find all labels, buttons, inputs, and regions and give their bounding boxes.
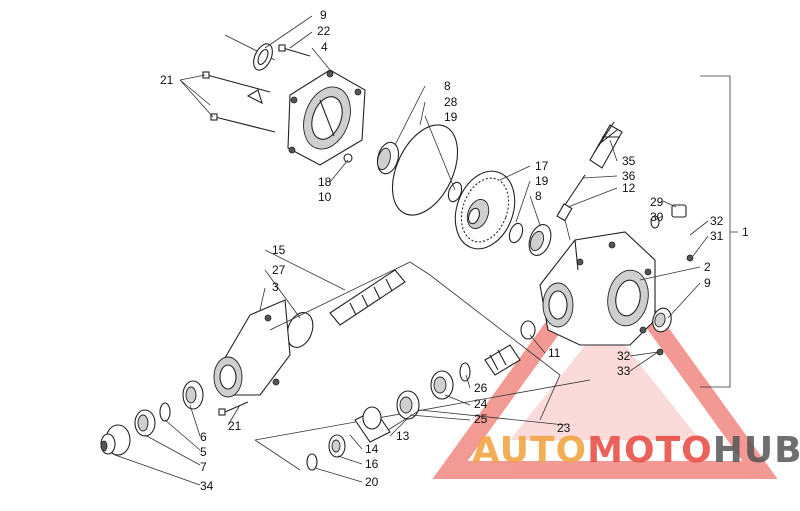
callout-13: 13 — [396, 429, 410, 443]
watermark-moto: MOTO — [587, 430, 713, 471]
callout-19-mid: 19 — [535, 174, 549, 188]
callout-7: 7 — [200, 460, 207, 474]
callout-5: 5 — [200, 445, 207, 459]
breather-boot-35 — [556, 121, 623, 241]
callout-36: 36 — [622, 169, 636, 183]
callout-8-top: 8 — [444, 79, 451, 93]
callout-23: 23 — [557, 421, 571, 435]
callout-14: 14 — [365, 442, 379, 456]
callout-22: 22 — [317, 24, 331, 38]
leader-lines — [114, 15, 738, 486]
callout-32-top: 32 — [710, 214, 724, 228]
ring-gear-17 — [447, 170, 516, 250]
bearing-8-upper — [376, 141, 400, 175]
callout-10: 10 — [318, 190, 332, 204]
drain-plug-29 — [650, 204, 694, 262]
callout-34: 34 — [200, 479, 214, 493]
callout-21-bottom: 21 — [228, 419, 242, 433]
lower-shaft-assembly — [254, 320, 591, 471]
callout-labels: 9 22 4 21 8 28 19 18 10 17 19 8 35 36 12… — [160, 8, 749, 493]
callout-9-top: 9 — [320, 8, 327, 22]
bearing-stack-left — [100, 380, 204, 456]
callout-19-top: 19 — [444, 110, 458, 124]
callout-33: 33 — [617, 364, 631, 378]
callout-8-mid: 8 — [535, 189, 542, 203]
callout-16: 16 — [365, 457, 379, 471]
callout-3: 3 — [272, 280, 279, 294]
watermark-hub: HUB — [713, 430, 800, 471]
callout-25: 25 — [474, 412, 488, 426]
watermark-triangle-logo — [432, 239, 778, 479]
callout-28: 28 — [444, 95, 458, 109]
svg-text:AUTOMOTOHUB: AUTOMOTOHUB — [472, 430, 800, 471]
watermark-wordmark: AUTOMOTOHUB — [472, 430, 800, 471]
pinion-shaft-15 — [286, 269, 406, 348]
callout-12: 12 — [622, 181, 636, 195]
callout-17: 17 — [535, 159, 549, 173]
bearing-housing-3 — [213, 299, 291, 416]
o-ring-28 — [391, 124, 459, 216]
watermark-auto: AUTO — [472, 430, 587, 471]
shim-19-and-bearing-8-lower — [508, 222, 552, 256]
callout-4: 4 — [321, 40, 328, 54]
callout-24: 24 — [474, 397, 488, 411]
callout-29: 29 — [650, 195, 664, 209]
gearcase-housing-2 — [539, 231, 656, 346]
callout-1: 1 — [742, 225, 749, 239]
cover-housing-4 — [202, 34, 366, 166]
callout-15: 15 — [272, 243, 286, 257]
callout-11: 11 — [548, 346, 561, 360]
callout-35: 35 — [622, 154, 636, 168]
callout-26: 26 — [474, 381, 488, 395]
callout-20: 20 — [365, 475, 379, 489]
callout-31: 31 — [710, 229, 724, 243]
callout-32-bottom: 32 — [617, 349, 631, 363]
callout-18: 18 — [318, 175, 332, 189]
callout-9-right: 9 — [704, 276, 711, 290]
callout-27: 27 — [272, 263, 286, 277]
seal-9-lower — [652, 307, 672, 356]
callout-30: 30 — [650, 210, 664, 224]
callout-2: 2 — [704, 260, 711, 274]
callout-6: 6 — [200, 430, 207, 444]
callout-21-top: 21 — [160, 73, 174, 87]
